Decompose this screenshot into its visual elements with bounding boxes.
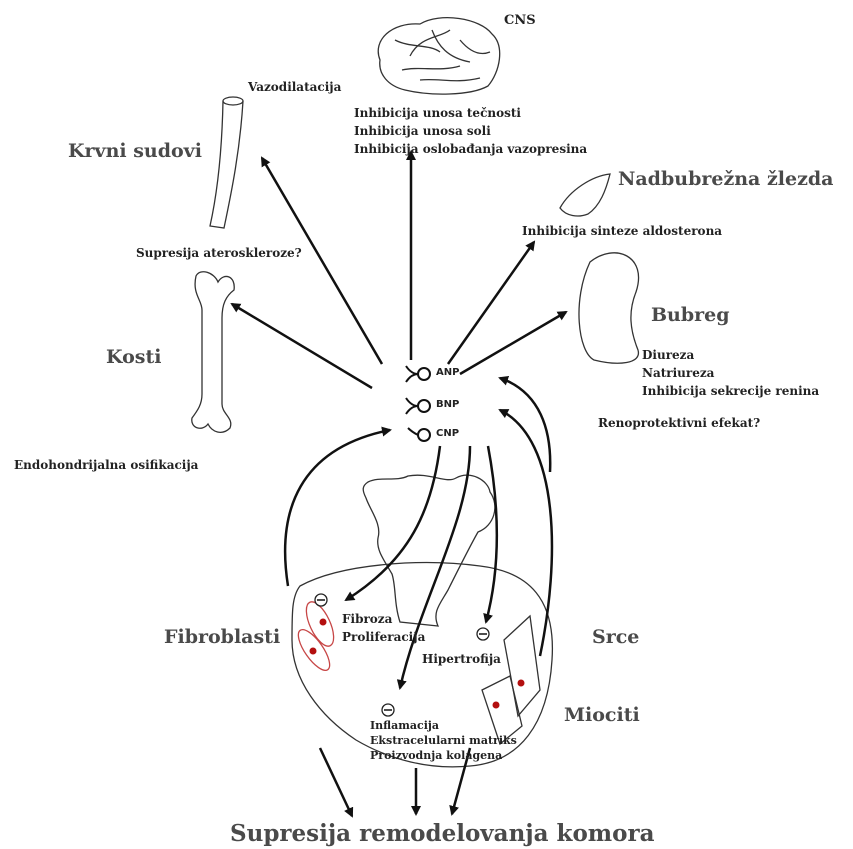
arrow-to-hypertrophy <box>486 446 497 622</box>
kidney-effect-3: Inhibicija sekrecije renina <box>642 382 819 400</box>
myocyte-nucleus-2 <box>493 702 500 709</box>
label-vasodilation: Vazodilatacija <box>248 80 341 94</box>
cns-effect-2: Inhibicija unosa soli <box>354 122 587 140</box>
brain-drawing <box>378 18 499 94</box>
label-aldosterone: Inhibicija sinteze aldosterona <box>522 224 722 238</box>
label-fibroblast-effects: Fibroza Proliferacija <box>342 610 425 646</box>
arrow-to-kidney <box>460 312 566 374</box>
label-renoprotective: Renoprotektivni efekat? <box>598 416 760 430</box>
blood-vessel-drawing <box>210 97 243 228</box>
label-myocytes: Miociti <box>564 704 640 726</box>
myocyte-nucleus-1 <box>518 680 525 687</box>
arrow-fibro-to-remodel <box>320 748 352 816</box>
cns-effect-3: Inhibicija oslobađanja vazopresina <box>354 140 587 158</box>
label-adrenal-gland: Nadbubrežna žlezda <box>618 168 833 190</box>
fibroblast-effect-2: Proliferacija <box>342 628 425 646</box>
arrow-to-adrenal <box>448 242 534 364</box>
label-atherosclerosis: Supresija ateroskleroze? <box>136 246 302 260</box>
receptor-symbols <box>406 366 430 441</box>
label-inflammation-effects: Inflamacija Ekstracelularni matriks Proi… <box>370 718 517 763</box>
kidney-effect-2: Natriureza <box>642 364 819 382</box>
label-kidney-effects: Diureza Natriureza Inhibicija sekrecije … <box>642 346 819 400</box>
label-bone-effect: Endohondrijalna osifikacija <box>14 458 198 472</box>
peptide-cnp: CNP <box>436 428 459 439</box>
label-cns: CNS <box>504 13 536 28</box>
label-kidney: Bubreg <box>651 304 730 326</box>
arrow-heart-to-anp <box>500 378 550 472</box>
kidney-effect-1: Diureza <box>642 346 819 364</box>
inflammation-effect-3: Proizvodnja kolagena <box>370 748 517 763</box>
fibroblast-nucleus-2 <box>310 648 317 655</box>
fibroblast-cells <box>293 598 339 675</box>
fibroblast-effect-1: Fibroza <box>342 610 425 628</box>
label-cns-effects: Inhibicija unosa tečnosti Inhibicija uno… <box>354 104 587 158</box>
label-fibroblasts: Fibroblasti <box>164 626 280 648</box>
arrow-to-bone <box>232 304 372 388</box>
peptide-bnp: BNP <box>436 399 459 410</box>
cns-effect-1: Inhibicija unosa tečnosti <box>354 104 587 122</box>
label-bones: Kosti <box>106 346 161 368</box>
adrenal-gland-drawing <box>560 174 610 216</box>
arrow-fibroblasts-to-receptor <box>285 430 390 586</box>
kidney-drawing <box>579 253 639 363</box>
label-hypertrophy: Hipertrofija <box>422 652 501 666</box>
fibroblast-nucleus-1 <box>320 619 327 626</box>
peptide-anp: ANP <box>436 367 459 378</box>
conclusion-label: Supresija remodelovanja komora <box>230 820 655 847</box>
label-heart: Srce <box>592 626 639 648</box>
bone-drawing <box>192 272 234 433</box>
label-blood-vessels: Krvni sudovi <box>68 140 202 162</box>
inflammation-effect-2: Ekstracelularni matriks <box>370 733 517 748</box>
inflammation-effect-1: Inflamacija <box>370 718 517 733</box>
